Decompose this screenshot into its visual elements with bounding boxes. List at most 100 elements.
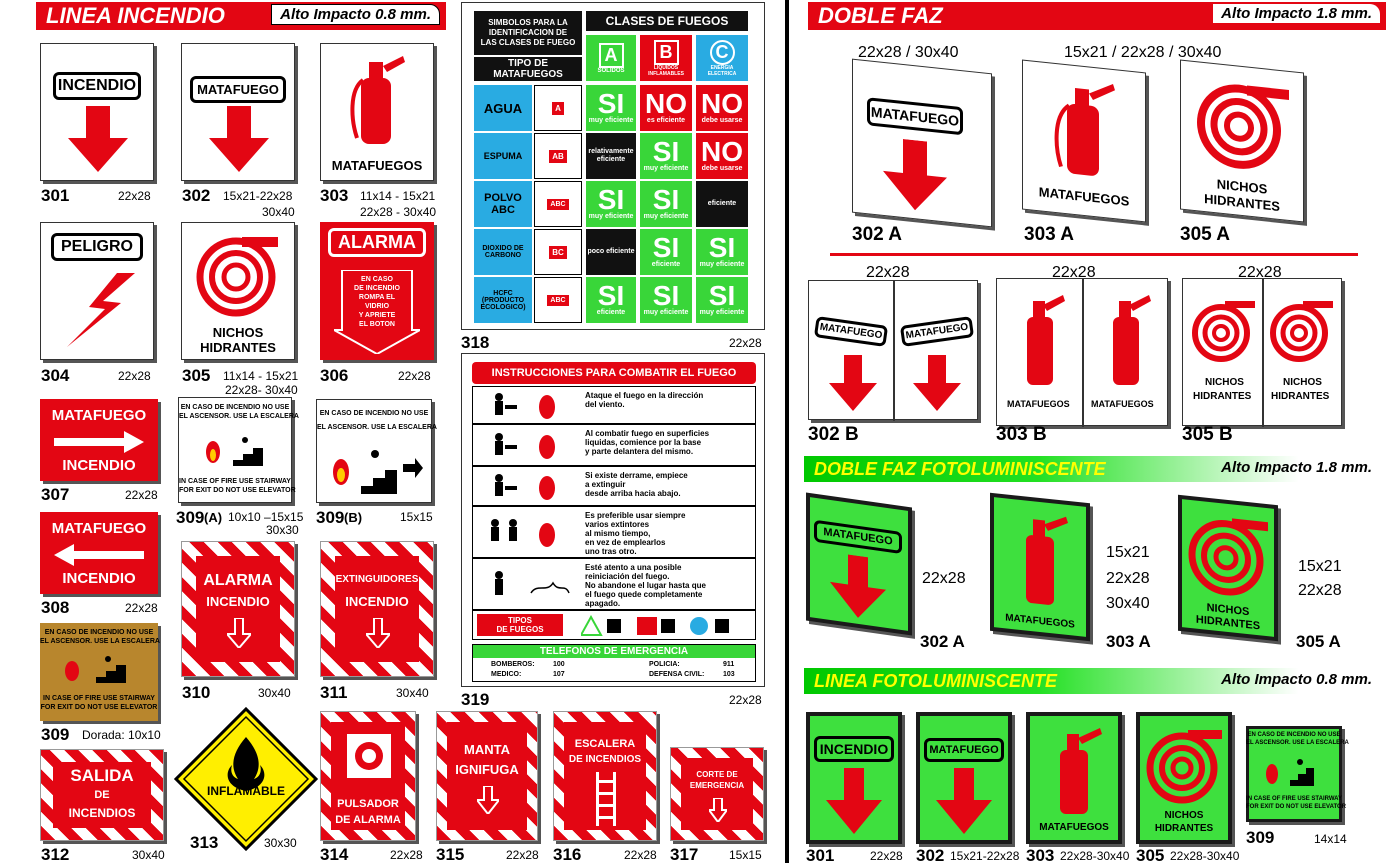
- line: Esté atento a una posible: [585, 563, 682, 572]
- sign-text-2: DE INCENDIO: [354, 285, 400, 292]
- tipo-line-2: MATAFUEGOS: [493, 69, 563, 80]
- sign-foto-303: MATAFUEGOS: [1026, 712, 1122, 844]
- cell-main: SI: [652, 280, 680, 311]
- badge-label: AB: [549, 149, 567, 163]
- sign-label-2: INCENDIO: [206, 594, 270, 609]
- item-size: 22x28: [118, 369, 151, 383]
- size-label: 22x28: [1238, 264, 1282, 281]
- agent-agua: AGUA: [474, 85, 532, 131]
- item-number: 303 A: [1024, 224, 1074, 245]
- sign-bottom-1: IN CASE OF FIRE USE STAIRWAY: [1246, 796, 1342, 802]
- extinguisher-icon: [1113, 295, 1151, 385]
- section-subtitle: Alto Impacto 1.8 mm.: [1221, 459, 1372, 476]
- item-size: 22x28: [125, 488, 158, 502]
- item-number: 307: [41, 485, 70, 504]
- class-b-letter: B: [653, 39, 679, 65]
- line: y parte delantera del mismo.: [585, 447, 694, 456]
- sign-label-2: HIDRANTES: [200, 340, 276, 355]
- item-size: 22x28-30x40: [1170, 849, 1240, 863]
- panel-divider: [1262, 279, 1264, 427]
- sign-label: MATAFUEGOS: [1038, 184, 1130, 209]
- phone-value: 911: [723, 661, 735, 668]
- firefighter-icon: [495, 393, 555, 419]
- item-number: 303 A: [1106, 632, 1151, 651]
- item-number: 316: [553, 845, 582, 863]
- cell-main: SI: [597, 88, 625, 119]
- item-number: 305 B: [1182, 424, 1233, 445]
- header-line-2: IDENTIFICACION DE: [488, 28, 568, 37]
- line: reiniciación del fuego.: [585, 572, 670, 581]
- sign-foto-302a: MATAFUEGO: [806, 492, 912, 636]
- sign-label: ALARMA: [328, 228, 426, 257]
- arrow-down-icon: [883, 139, 947, 211]
- class-a: A SOLIDOS: [586, 35, 636, 81]
- item-number: 306: [320, 366, 349, 385]
- item-number: 309: [316, 508, 345, 527]
- sign-label-1: SALIDA: [70, 766, 134, 785]
- line: liquidas, comience por la base: [585, 438, 702, 447]
- sign-302b: MATAFUEGO MATAFUEGO: [808, 280, 978, 421]
- class-c-name: ENERGIA ELECTRICA: [707, 64, 737, 77]
- item-size: 22x28: [729, 693, 762, 707]
- sign-314-pulsador: PULSADOR DE ALARMA: [320, 711, 416, 841]
- sign-top-2: EL ASCENSOR. USE LA ESCALERA: [317, 424, 437, 431]
- sign-301-incendio: INCENDIO: [40, 43, 154, 181]
- size-label: 15x21: [1106, 544, 1150, 561]
- sign-label: INCENDIO: [814, 736, 894, 762]
- sign-panel: ESCALERA DE INCENDIOS: [564, 722, 646, 830]
- sign-label-2: DE INCENDIOS: [568, 754, 642, 765]
- tipos-row: TIPOS DE FUEGOS: [472, 610, 756, 640]
- sign-text-5: Y APRIETE: [358, 312, 396, 319]
- sign-302a-matafuego: MATAFUEGO: [852, 58, 992, 228]
- push-button-icon: [347, 734, 391, 778]
- size-label: 22x28 / 30x40: [858, 44, 959, 61]
- item-size: 30x40: [258, 686, 291, 700]
- arrow-down-icon: [477, 786, 499, 814]
- sign-label-2: HIDRANTES: [1154, 823, 1214, 834]
- cell-note: muy eficiente: [699, 309, 745, 316]
- sign-label-1: NICHOS: [212, 325, 264, 340]
- sign-313-inflamable-diamond: [174, 707, 318, 851]
- item-number: 319: [461, 690, 490, 709]
- panel-divider: [893, 281, 895, 421]
- badge-abc-2: ABC: [534, 277, 582, 323]
- linea-foto-header: LINEA FOTOLUMINISCENTE Alto Impacto 0.8 …: [804, 668, 1386, 694]
- sign-label-1: NICHOS: [1164, 810, 1204, 821]
- table-header-symbols: SIMBOLOS PARA LA IDENTIFICACION DE LAS C…: [474, 11, 582, 55]
- sign-317-corte: CORTE DE EMERGENCIA: [670, 747, 764, 841]
- sign-label-3: INCENDIOS: [68, 806, 136, 820]
- sign-bottom-2: FOR EXIT DO NOT USE ELEVATOR: [179, 487, 296, 494]
- phones-box: TELEFONOS DE EMERGENCIA BOMBEROS: 100 PO…: [472, 644, 756, 682]
- sign-label-right: MATAFUEGO: [899, 316, 975, 347]
- cell-note: poco eficiente: [587, 248, 635, 255]
- firefighter-icon: [495, 474, 555, 500]
- sign-label-2: IGNIFUGA: [455, 762, 519, 777]
- line: No abandone el lugar hasta que: [585, 581, 706, 590]
- sign-top-2: EL ASCENSOR. USE LA ESCALERA: [179, 413, 299, 420]
- section-title: LINEA INCENDIO: [46, 3, 225, 28]
- table-header-classes: CLASES DE FUEGOS: [586, 11, 748, 31]
- sign-313-label: INFLAMABLE: [207, 784, 285, 798]
- sign-306-alarma: ALARMA EN CASO DE INCENDIO ROMPA EL VIDR…: [320, 222, 434, 360]
- sign-303a-matafuegos: MATAFUEGOS: [1022, 59, 1146, 223]
- sign-foto-303a: MATAFUEGOS: [990, 492, 1090, 642]
- line: Si existe derrame, empiece: [585, 471, 688, 480]
- item-number: 305 A: [1296, 632, 1341, 651]
- cell-espuma-a: relativamente eficiente: [586, 133, 636, 179]
- sign-top-1: EN CASO DE INCENDIO NO USE: [180, 404, 290, 411]
- sign-label-1: MANTA: [464, 742, 510, 757]
- sign-303b: MATAFUEGOS MATAFUEGOS: [996, 278, 1168, 427]
- item-size: 22x28-30x40: [1060, 849, 1130, 863]
- item-size: 22x28: [398, 369, 431, 383]
- line: el fuego quede completamente: [585, 590, 703, 599]
- item-number: 313: [190, 833, 219, 852]
- sign-label: PELIGRO: [51, 233, 143, 261]
- item-size: 22x28: [729, 336, 762, 350]
- arrow-down-icon: [366, 618, 390, 648]
- sign-305b: NICHOS HIDRANTES NICHOS HIDRANTES: [1182, 278, 1342, 427]
- table-header-tipo: TIPO DE MATAFUEGOS: [474, 57, 582, 81]
